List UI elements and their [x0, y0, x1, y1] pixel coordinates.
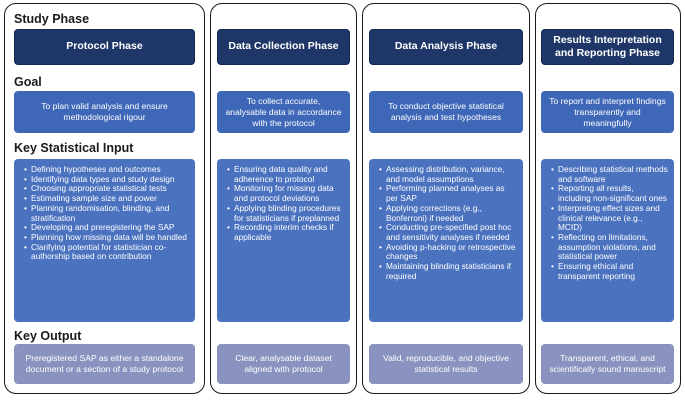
list-item: Assessing distribution, variance, and mo… [379, 164, 517, 184]
list-item: Reporting all results, including non-sig… [551, 183, 668, 203]
list-item: Developing and preregistering the SAP [24, 223, 191, 233]
output-box-protocol: Preregistered SAP as either a standalone… [14, 344, 195, 384]
list-item: Avoiding p-hacking or retrospective chan… [379, 242, 517, 262]
list-item: Performing planned analyses as per SAP [379, 183, 517, 203]
list-item: Planning randomisation, blinding, and st… [24, 203, 171, 223]
goal-box-protocol: To plan valid analysis and ensure method… [14, 91, 195, 133]
phase-box-reporting: Results Interpretation and Reporting Pha… [541, 29, 674, 65]
list-item: Applying corrections (e.g., Bonferroni) … [379, 203, 517, 223]
section-label-key-output: Key Output [14, 329, 82, 343]
input-box-reporting: Describing statistical methods and softw… [541, 159, 674, 322]
list-item: Maintaining blinding statisticians if re… [379, 261, 517, 281]
list-item: Choosing appropriate statistical tests [24, 184, 191, 194]
list-item: Reflecting on limitations, assumption vi… [551, 232, 668, 262]
list-item: Recording interim checks if applicable [227, 222, 344, 242]
section-label-key-statistical-input: Key Statistical Input [14, 141, 134, 155]
list-item: Ensuring data quality and adherence to p… [227, 164, 344, 184]
list-item: Describing statistical methods and softw… [551, 164, 668, 184]
list-item: Identifying data types and study design [24, 174, 191, 185]
goal-box-reporting: To report and interpret findings transpa… [541, 91, 674, 133]
input-box-data-analysis: Assessing distribution, variance, and mo… [369, 159, 523, 322]
section-label-study-phase: Study Phase [14, 12, 90, 26]
list-item: Monitoring for missing data and protocol… [227, 183, 344, 203]
input-list-data-collection: Ensuring data quality and adherence to p… [227, 164, 344, 243]
list-item: Planning how missing data will be handle… [24, 232, 191, 243]
list-item: Ensuring ethical and transparent reporti… [551, 261, 668, 281]
list-item: Estimating sample size and power [24, 193, 191, 204]
input-list-reporting: Describing statistical methods and softw… [551, 164, 668, 281]
output-box-data-collection: Clear, analysable dataset aligned with p… [217, 344, 350, 384]
goal-box-data-analysis: To conduct objective statistical analysi… [369, 91, 523, 133]
phase-box-data-collection: Data Collection Phase [217, 29, 350, 65]
list-item: Clarifying potential for statistician co… [24, 242, 191, 262]
input-list-data-analysis: Assessing distribution, variance, and mo… [379, 164, 517, 281]
phase-box-data-analysis: Data Analysis Phase [369, 29, 523, 65]
goal-box-data-collection: To collect accurate, analysable data in … [217, 91, 350, 133]
output-box-reporting: Transparent, ethical, and scientifically… [541, 344, 674, 384]
output-box-data-analysis: Valid, reproducible, and objective stati… [369, 344, 523, 384]
list-item: Conducting pre-specified post hoc and se… [379, 222, 517, 242]
section-label-goal: Goal [14, 75, 42, 89]
phase-box-protocol: Protocol Phase [14, 29, 195, 65]
input-list-protocol: Defining hypotheses and outcomes Identif… [24, 164, 191, 262]
list-item: Applying blinding procedures for statist… [227, 203, 344, 223]
input-box-protocol: Defining hypotheses and outcomes Identif… [14, 159, 195, 322]
list-item: Defining hypotheses and outcomes [24, 164, 191, 175]
list-item: Interpreting effect sizes and clinical r… [551, 203, 668, 233]
input-box-data-collection: Ensuring data quality and adherence to p… [217, 159, 350, 322]
